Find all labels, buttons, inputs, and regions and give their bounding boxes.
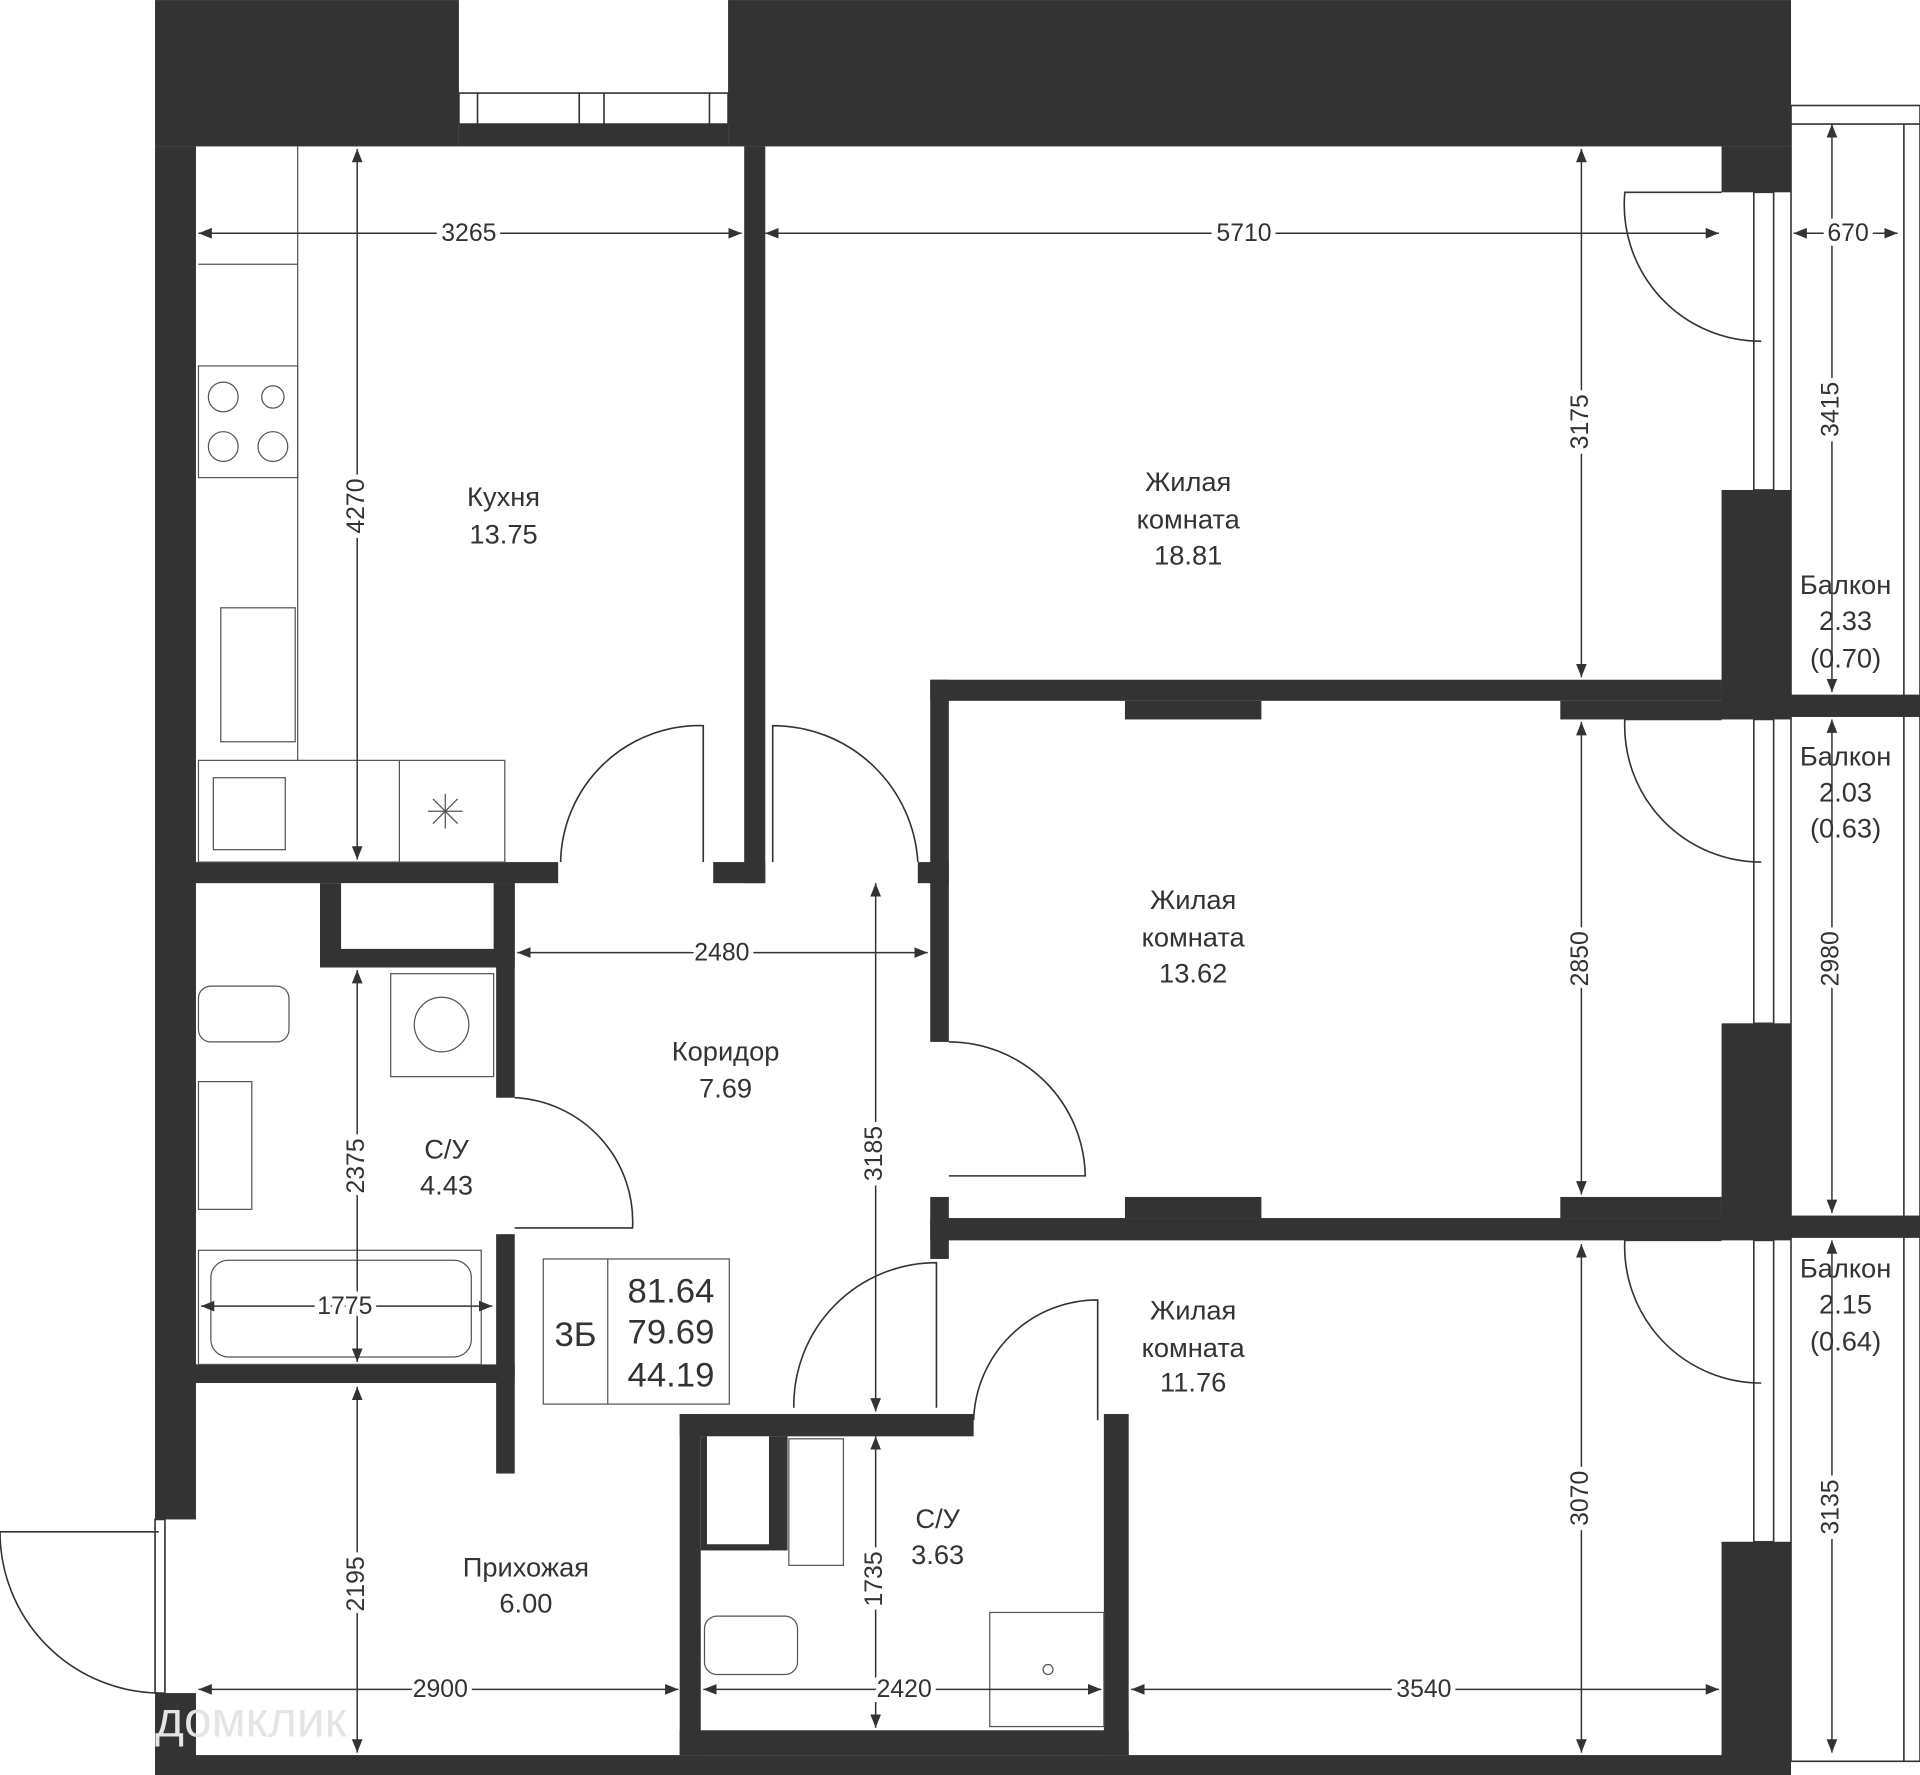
dim-label: 2480: [694, 939, 749, 966]
dim-label: 3185: [861, 1126, 888, 1181]
living3-name: Жилая: [1150, 1295, 1236, 1326]
dimension-labels: 3265 5710 670 4270 3175 3415 2480 2850 2…: [312, 215, 1873, 1708]
dim-label: 670: [1827, 220, 1868, 247]
living2-name: комната: [1142, 921, 1246, 952]
living1-area: 18.81: [1154, 539, 1222, 570]
room-labels: Кухня 13.75 Жилая комната 18.81 Жилая ко…: [420, 466, 1891, 1618]
dim-label: 2850: [1567, 931, 1594, 986]
windows: [154, 92, 1920, 1763]
dim-label: 3070: [1567, 1471, 1594, 1526]
apartment-type: 3Б: [554, 1316, 596, 1354]
washing-machine-icon: [390, 973, 495, 1078]
shower-icon: [989, 1611, 1105, 1728]
balcony2-name: Балкон: [1800, 740, 1891, 771]
dim-label: 5710: [1216, 220, 1271, 247]
bath1-area: 4.43: [420, 1169, 473, 1200]
dim-label: 3415: [1817, 382, 1844, 437]
corridor-area: 7.69: [699, 1073, 752, 1104]
stove-icon: [197, 365, 299, 479]
hall-area: 6.00: [499, 1587, 552, 1618]
dimension-lines: [198, 124, 1898, 1753]
living3-name: комната: [1142, 1332, 1246, 1363]
corridor-name: Коридор: [672, 1036, 780, 1067]
area-without-balconies: 79.69: [628, 1313, 715, 1351]
dim-label: 1735: [861, 1551, 888, 1606]
dim-label: 4270: [343, 479, 370, 534]
balcony1-area: 2.33: [1819, 605, 1872, 636]
bath1-name: С/У: [424, 1134, 469, 1165]
dim-label: 2900: [413, 1676, 468, 1703]
dim-label: 3540: [1396, 1676, 1451, 1703]
dim-label: 3135: [1817, 1479, 1844, 1534]
balcony3-name: Балкон: [1800, 1253, 1891, 1284]
dim-label: 2195: [343, 1556, 370, 1611]
kitchen-sink-icon: [220, 607, 296, 743]
living3-area: 11.76: [1160, 1367, 1226, 1398]
balcony2-reduced: (0.63): [1810, 812, 1881, 843]
sink-icon: [788, 1438, 845, 1566]
sink-icon: [197, 1080, 253, 1210]
kitchen-area: 13.75: [469, 518, 537, 549]
living1-name: Жилая: [1145, 466, 1231, 497]
total-area: 81.64: [628, 1272, 715, 1310]
doors: [0, 191, 1762, 1694]
summary-box: 3Б 81.64 79.69 44.19: [542, 1258, 730, 1405]
bath2-name: С/У: [915, 1503, 960, 1534]
dim-label: 3175: [1567, 394, 1594, 449]
balcony2-area: 2.03: [1819, 776, 1872, 807]
kitchen-name: Кухня: [467, 481, 540, 512]
watermark: домклик: [155, 1691, 347, 1747]
balcony1-name: Балкон: [1800, 569, 1891, 600]
balcony3-area: 2.15: [1819, 1289, 1872, 1320]
toilet-icon: [703, 1615, 799, 1676]
living2-area: 13.62: [1159, 957, 1227, 988]
dim-label: 2375: [343, 1138, 370, 1193]
bath2-area: 3.63: [911, 1539, 964, 1570]
living1-name: комната: [1137, 503, 1241, 534]
balcony3-reduced: (0.64): [1810, 1326, 1881, 1357]
dim-label: 3265: [441, 220, 496, 247]
dim-label: 2980: [1817, 931, 1844, 986]
toilet-icon: [197, 985, 290, 1043]
hall-name: Прихожая: [463, 1551, 589, 1582]
walls: [155, 0, 1920, 1775]
balcony1-reduced: (0.70): [1810, 642, 1881, 673]
fixtures: [197, 146, 1105, 1728]
living-area: 44.19: [628, 1357, 715, 1395]
dim-label: 2420: [877, 1676, 932, 1703]
dim-label: 1775: [317, 1293, 372, 1320]
living2-name: Жилая: [1150, 884, 1236, 915]
